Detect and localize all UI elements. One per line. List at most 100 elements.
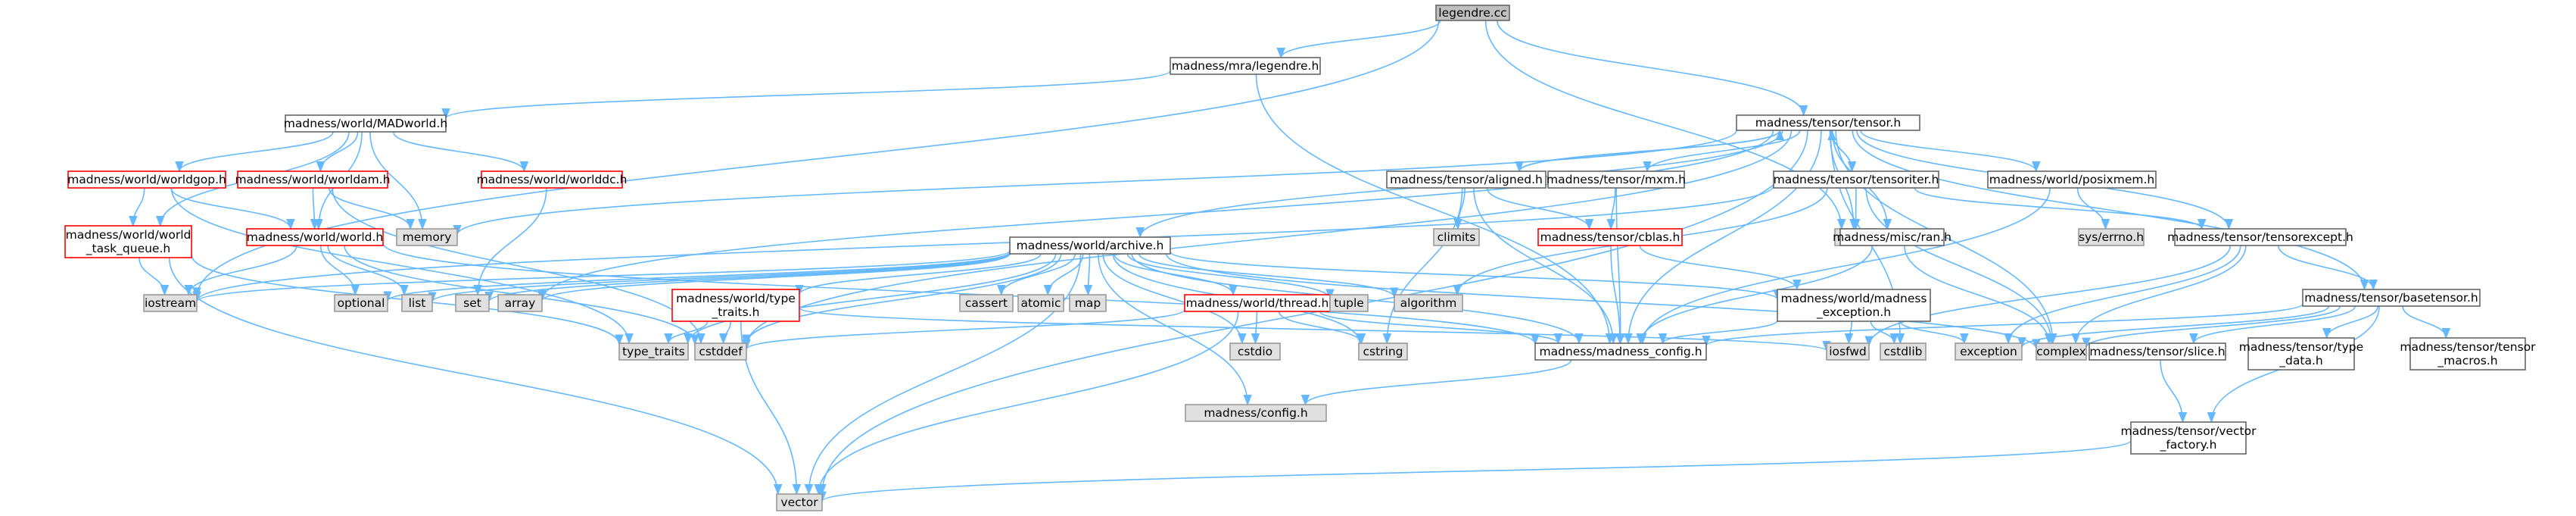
node-config-h[interactable]: madness/config.h [1185, 404, 1327, 422]
include-edge-archive-to-set [484, 252, 1011, 303]
node-type-data[interactable]: madness/tensor/type_data.h [2239, 337, 2363, 371]
node-box [2174, 228, 2347, 246]
node-legendre-cc[interactable]: legendre.cc [1435, 5, 1510, 21]
node-label-line: type_traits [622, 345, 685, 359]
node-box [1880, 342, 1927, 361]
node-type-traits[interactable]: type_traits [618, 342, 689, 361]
include-edge-posixmem-to-sys_errno [2076, 187, 2110, 230]
include-edge-type_traits_h-to-cstddef [718, 321, 731, 345]
node-optional[interactable]: optional [334, 294, 388, 312]
include-edge-thread-to-cstring [1278, 311, 1366, 345]
node-posixmem[interactable]: madness/world/posixmem.h [1987, 170, 2157, 189]
include-edge-world_h-to-madness_config [382, 242, 1540, 346]
node-label-line: set [463, 296, 481, 310]
node-complex[interactable]: complex [2036, 342, 2087, 361]
node-mxm[interactable]: madness/tensor/mxm.h [1547, 170, 1686, 189]
node-worlddam[interactable]: madness/world/worldam.h [235, 170, 391, 189]
node-label-line: legendre.cc [1438, 6, 1506, 20]
include-edge-basetensor-to-madness_config [1702, 303, 2303, 347]
node-tuple[interactable]: tuple [1329, 294, 1369, 312]
node-aligned[interactable]: madness/tensor/aligned.h [1386, 170, 1547, 189]
include-edge-archive-to-type_traits [684, 253, 1057, 345]
node-iosfwd[interactable]: iosfwd [1826, 342, 1870, 361]
include-edge-type_traits_h-to-vector [740, 321, 802, 496]
node-vector[interactable]: vector [776, 493, 823, 511]
node-ran[interactable]: madness/misc/ran.h [1833, 228, 1951, 246]
node-madness-config[interactable]: madness/madness_config.h [1534, 342, 1707, 361]
node-type-traits-h[interactable]: madness/world/type_traits.h [671, 289, 800, 322]
node-basetensor[interactable]: madness/tensor/basetensor.h [2302, 289, 2481, 307]
node-climits[interactable]: climits [1433, 228, 1480, 246]
include-edge-madness_exc-to-exception [1899, 321, 1969, 345]
node-box [1329, 294, 1369, 312]
node-box [2089, 342, 2226, 361]
node-worldgop[interactable]: madness/world/worldgop.h [67, 170, 226, 189]
node-world-h[interactable]: madness/world/world.h [246, 228, 384, 246]
node-label-line: madness/config.h [1204, 406, 1307, 420]
node-label-line: cstdio [1238, 345, 1272, 358]
node-tensor-h[interactable]: madness/tensor/tensor.h [1736, 114, 1920, 131]
include-edge-tensoriter-to-tensor_h [1827, 129, 1853, 172]
node-thread[interactable]: madness/world/thread.h [1184, 294, 1331, 312]
node-sys-errno[interactable]: sys/errno.h [2078, 228, 2145, 246]
node-box [1394, 294, 1463, 312]
node-label-line: tuple [1334, 296, 1364, 310]
node-tensorexcept[interactable]: madness/tensor/tensorexcept.h [2167, 228, 2353, 246]
node-cassert[interactable]: cassert [959, 294, 1014, 312]
include-edge-world_h-to-iostream [184, 245, 297, 296]
node-label-line: iosfwd [1829, 345, 1867, 358]
include-edge-archive-to-atomic [1043, 253, 1084, 296]
node-worlddc[interactable]: madness/world/worlddc.h [477, 170, 628, 189]
include-edge-mra_legendre-to-madness_config [1255, 73, 1615, 345]
node-list[interactable]: list [401, 294, 433, 312]
include-edge-basetensor-to-exception [2017, 305, 2330, 349]
node-box [1433, 228, 1480, 246]
node-task-queue[interactable]: madness/world/world_task_queue.h [64, 225, 192, 258]
node-box [1009, 236, 1171, 255]
node-madness-exc[interactable]: madness/world/madness_exception.h [1777, 289, 1931, 322]
node-set[interactable]: set [455, 294, 490, 312]
node-label-line: memory [403, 230, 452, 244]
node-label-line: madness/mra/legendre.h [1172, 59, 1319, 73]
node-label-line: optional [338, 296, 385, 310]
node-cstdio[interactable]: cstdio [1229, 342, 1281, 361]
node-algorithm[interactable]: algorithm [1394, 294, 1463, 312]
node-memory[interactable]: memory [396, 228, 458, 246]
node-label-line: cstdlib [1884, 345, 1923, 358]
node-label-line: sys/errno.h [2079, 230, 2144, 244]
node-atomic[interactable]: atomic [1017, 294, 1064, 312]
node-label-line: madness/tensor/aligned.h [1390, 173, 1543, 186]
node-slice[interactable]: madness/tensor/slice.h [2089, 342, 2226, 361]
include-edge-basetensor-to-type_data [2322, 305, 2379, 339]
node-vector-factory[interactable]: madness/tensor/vector_factory.h [2121, 421, 2257, 455]
node-tensoriter[interactable]: madness/tensor/tensoriter.h [1773, 170, 1939, 189]
node-label-line: vector [780, 496, 818, 509]
include-edge-archive-to-config_h [1098, 253, 1252, 406]
include-edge-madworld-to-worldgop [175, 131, 334, 173]
include-edge-basetensor-to-slice [2189, 305, 2356, 345]
include-edge-aligned-to-tensor_h [1519, 129, 1784, 172]
node-box [2078, 228, 2145, 246]
node-tensor-macros[interactable]: madness/tensor/tensor_macros.h [2400, 337, 2536, 371]
include-edge-thread-to-vector [814, 311, 1239, 496]
node-cstring[interactable]: cstring [1358, 342, 1408, 361]
node-map[interactable]: map [1069, 294, 1107, 312]
node-box [1358, 342, 1408, 361]
node-cstdlib[interactable]: cstdlib [1880, 342, 1927, 361]
node-iostream[interactable]: iostream [143, 294, 198, 312]
node-cblas[interactable]: madness/tensor/cblas.h [1537, 228, 1683, 246]
include-edge-legendre_cc-to-cmath [1484, 20, 1846, 230]
node-archive[interactable]: madness/world/archive.h [1009, 236, 1171, 255]
node-box [401, 294, 433, 312]
include-edge-tensor_h-to-cstddef [742, 130, 1793, 348]
node-exception[interactable]: exception [1955, 342, 2023, 361]
node-array[interactable]: array [497, 294, 543, 312]
node-box [2130, 421, 2247, 455]
node-label-line: madness/misc/ran.h [1833, 230, 1951, 244]
node-label-line: madness/world/posixmem.h [1989, 173, 2154, 186]
node-label-line: iostream [145, 296, 196, 310]
node-mra-legendre[interactable]: madness/mra/legendre.h [1170, 57, 1321, 75]
node-madworld[interactable]: madness/world/MADworld.h [284, 114, 447, 133]
include-edge-madworld-to-memory [369, 131, 427, 230]
node-cstddef[interactable]: cstddef [694, 342, 747, 361]
